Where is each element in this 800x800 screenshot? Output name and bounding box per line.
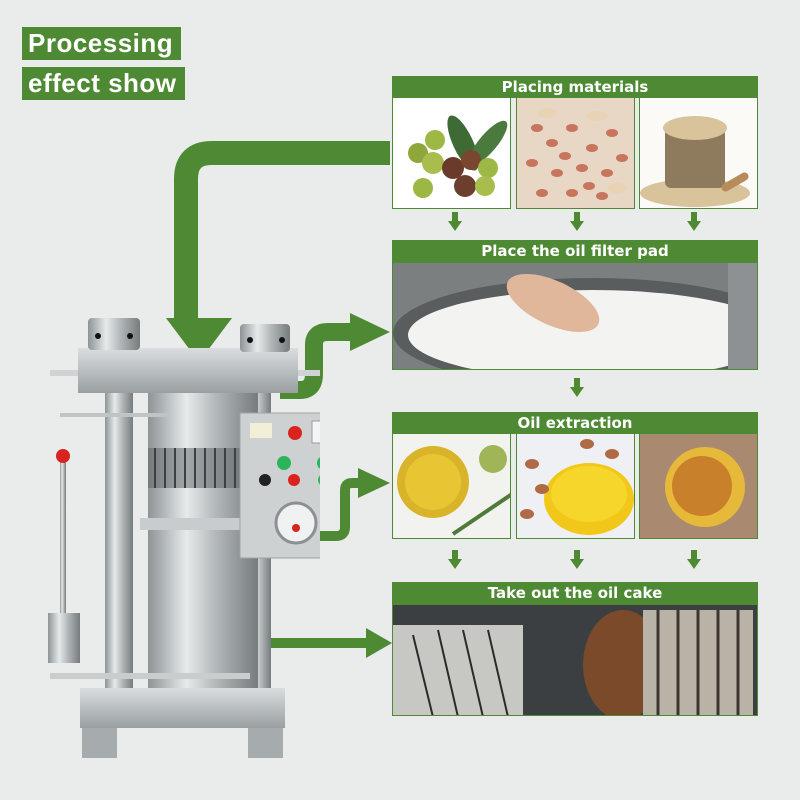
arrow-to-oil-extraction: [203, 478, 360, 541]
image-sesame-oil: [639, 433, 758, 539]
image-peanuts: [516, 97, 635, 209]
image-peanut-oil: [516, 433, 635, 539]
step-title-filter-pad: Place the oil filter pad: [392, 240, 758, 262]
arrow-to-filter-pad: [280, 323, 352, 399]
image-filter-pad: [392, 262, 758, 370]
arrow-down-icon: [570, 550, 584, 569]
image-sesame: [639, 97, 758, 209]
step-title-oil-cake: Take out the oil cake: [392, 582, 758, 604]
image-oil-cake: [392, 604, 758, 716]
image-olives: [392, 97, 511, 209]
header-title-line2: effect show: [22, 67, 185, 100]
arrow-materials-to-machine: [174, 141, 390, 320]
arrow-down-icon: [448, 212, 462, 231]
step-title-oil-extraction: Oil extraction: [392, 412, 758, 434]
header-title-line1: Processing: [22, 27, 182, 60]
arrow-down-icon: [687, 550, 701, 569]
arrow-down-icon: [448, 550, 462, 569]
oil-press-machine: [40, 318, 351, 768]
image-olive-oil: [392, 433, 511, 539]
step-title-placing-materials: Placing materials: [392, 76, 758, 98]
arrow-down-icon: [687, 212, 701, 231]
arrow-down-icon: [570, 212, 584, 231]
arrow-down-icon: [570, 378, 584, 397]
